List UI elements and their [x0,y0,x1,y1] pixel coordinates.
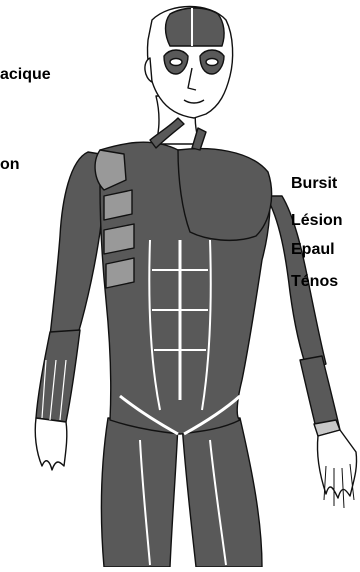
left-eye [170,59,182,66]
right-hand [317,430,356,498]
right-eye [206,59,218,66]
label-left-on[interactable]: on [0,157,20,173]
right-thigh-muscles [182,418,262,567]
head-muscles [166,8,225,46]
label-right-epaul[interactable]: Epaul [291,242,335,258]
label-right-tenos[interactable]: Ténos [291,274,338,290]
label-right-bursit[interactable]: Bursit [291,176,337,192]
label-left-acique[interactable]: acique [0,67,51,83]
left-ribs-light [104,190,134,288]
label-right-lesion[interactable]: Lésion [291,213,343,229]
left-upper-arm [50,152,105,336]
left-hand [35,418,67,470]
ear [145,58,152,82]
right-pectoral-deltoid [178,149,272,241]
